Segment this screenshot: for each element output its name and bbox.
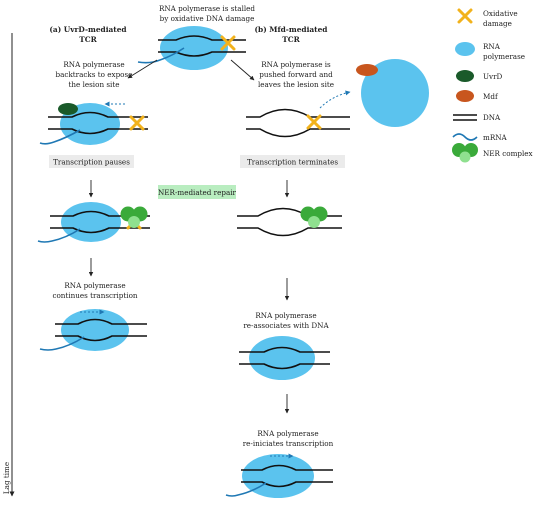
released-rnap-shape: [361, 59, 429, 127]
legend-rnap-2: polymerase: [483, 52, 525, 61]
ner-repair-box-label: NER-mediated repair: [158, 188, 237, 197]
mfd-displaced-complex: [246, 59, 429, 138]
dna-strand: [241, 481, 333, 488]
dna-strand: [239, 363, 330, 370]
displacement-arrow: [319, 90, 351, 109]
legend: Oxidative damage RNA polymerase UvrD Mdf…: [452, 8, 533, 163]
panel-b-step3-1: RNA polymerase: [257, 429, 318, 438]
panel-b-step3-2: re-iniciates transcription: [243, 439, 334, 448]
terminate-box-label: Transcription terminates: [247, 158, 338, 167]
ner-repair-box: [158, 185, 236, 199]
top-caption-line-2: by oxidative DNA damage: [160, 14, 255, 23]
panel-a-step1-3: the lesion site: [69, 80, 120, 89]
legend-dna: DNA: [483, 113, 501, 122]
legend-ner: NER complex: [483, 149, 533, 158]
panel-b-step2-2: re-associates with DNA: [243, 321, 329, 330]
reinitiated-complex: [225, 453, 333, 498]
time-axis-label: Lag time: [2, 462, 11, 494]
dna-strand: [48, 128, 148, 135]
dna-strand: [48, 111, 148, 118]
pause-box-label: Transcription pauses: [53, 158, 130, 167]
panel-b-step1-2: pushed forward and: [259, 70, 333, 79]
legend-rnap-1: RNA: [483, 42, 501, 51]
mfd-ner-complex: [237, 206, 342, 237]
arrow: [230, 59, 255, 81]
terminate-box: [240, 155, 345, 168]
dna-strand: [50, 227, 150, 234]
panel-b-step1-3: leaves the lesion site: [258, 80, 334, 89]
rnap-shape: [242, 454, 314, 498]
dna-strand: [239, 346, 330, 353]
legend-ner-icon: [459, 151, 471, 163]
reassociated-complex: [239, 336, 330, 380]
pause-box: [49, 155, 134, 168]
dna-strand: [55, 335, 147, 342]
mrna-strand: [39, 336, 85, 351]
panel-a-step2-1: RNA polymerase: [64, 281, 125, 290]
panel-b-step2-1: RNA polymerase: [255, 311, 316, 320]
mrna-strand: [37, 228, 81, 243]
dna-strand: [237, 227, 342, 237]
rnap-shape: [249, 336, 315, 380]
panel-a-title-2: TCR: [79, 35, 97, 44]
ner-complex-shape: [308, 216, 320, 228]
legend-oxidative-damage-icon: [457, 8, 473, 24]
dna-strand: [241, 464, 333, 471]
stalled-complex: [137, 26, 246, 70]
dna-strand: [246, 108, 350, 118]
uvrd-backtrack-complex: [39, 101, 148, 145]
panel-b-step1-1: RNA polymerase is: [261, 60, 331, 69]
panel-a-step1-1: RNA polymerase: [63, 60, 124, 69]
legend-oxidative-1: Oxidative: [483, 9, 518, 18]
dna-strand: [55, 318, 147, 325]
mrna-strand: [225, 482, 267, 497]
ner-complex-shape: [128, 216, 140, 228]
panel-b-title-1: (b) Mfd-mediated: [255, 25, 328, 34]
dna-strand: [158, 35, 246, 41]
uvrd-shape: [58, 103, 78, 115]
legend-rnap-icon: [455, 42, 475, 56]
dna-strand: [50, 210, 150, 217]
legend-mrna: mRNA: [483, 133, 508, 142]
panel-b-title-2: TCR: [282, 35, 300, 44]
dna-strand: [246, 128, 350, 138]
panel-a-step1-2: backtracks to expose: [56, 70, 133, 79]
legend-mrna-icon: [452, 133, 478, 141]
legend-uvrd-icon: [456, 70, 474, 82]
arrow: [127, 59, 158, 79]
rnap-shape: [60, 103, 120, 145]
uvrd-ner-complex: [37, 202, 150, 243]
top-caption-line-1: RNA polymerase is stalled: [159, 4, 255, 13]
mrna-strand: [39, 129, 81, 145]
legend-uvrd: UvrD: [483, 72, 503, 81]
rnap-shape: [61, 202, 121, 242]
legend-mdf: Mdf: [483, 92, 499, 101]
rnap-shape: [160, 26, 228, 70]
mdf-shape: [356, 64, 378, 76]
panel-a-title-1: (a) UvrD-mediated: [49, 25, 126, 34]
oxidative-damage-icon: [129, 115, 145, 131]
legend-oxidative-2: damage: [483, 19, 512, 28]
legend-mdf-icon: [456, 90, 474, 102]
mrna-strand: [137, 47, 185, 64]
continuing-complex: [39, 309, 147, 351]
panel-a-step2-2: continues transcription: [52, 291, 137, 300]
